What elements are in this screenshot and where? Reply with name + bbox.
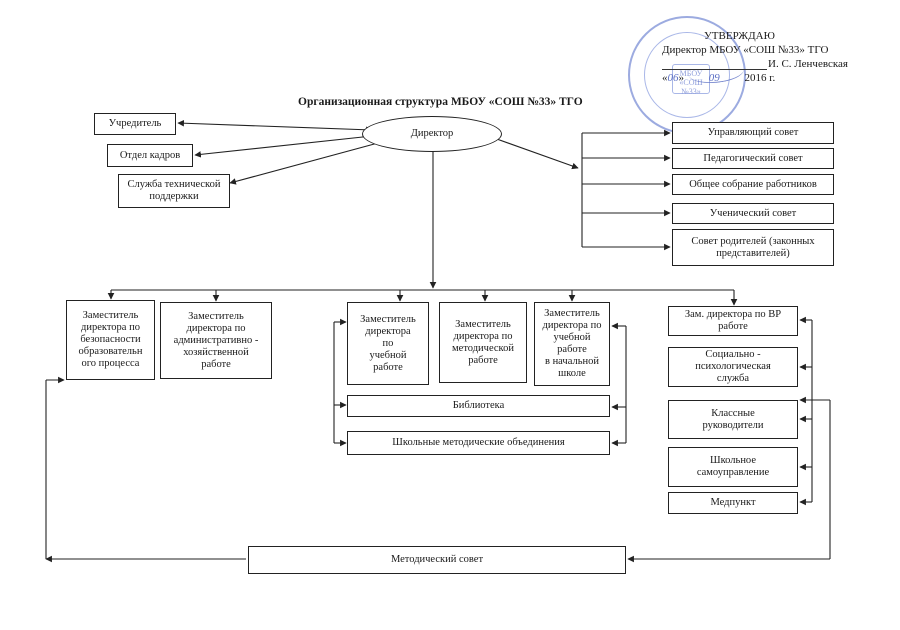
date-quote-close: » xyxy=(678,72,685,84)
approval-date: «06» 09 2016 г. xyxy=(662,72,775,84)
edge-director-hr xyxy=(194,135,373,158)
date-quote-open: « xyxy=(662,72,668,84)
stamp-core-label: МБОУ «СОШ №33» xyxy=(679,69,703,96)
approval-position: Директор МБОУ «СОШ №33» ТГО xyxy=(662,44,829,56)
node-general-meeting: Общее собрание работников xyxy=(672,174,834,195)
node-deputy-safety: Заместитель директора по безопасности об… xyxy=(66,300,155,380)
node-hr: Отдел кадров xyxy=(107,144,193,167)
node-class-teachers: Классные руководители xyxy=(668,400,798,439)
edge-director-tech xyxy=(229,142,379,185)
edge-director-founder xyxy=(177,119,373,134)
node-method-council: Методический совет xyxy=(248,546,626,574)
node-deputy-edu: Зам. директора по ВР работе xyxy=(668,306,798,336)
date-day: 06 xyxy=(667,72,679,84)
node-library: Библиотека xyxy=(347,395,610,417)
node-deputy-study: Заместитель директора по учебной работе xyxy=(347,302,429,385)
date-month: 09 xyxy=(708,72,720,84)
edge-director-councils xyxy=(493,137,579,170)
node-social-psych: Социально - психологическая служба xyxy=(668,347,798,387)
node-deputy-method: Заместитель директора по методической ра… xyxy=(439,302,527,383)
signature-line xyxy=(662,69,767,70)
approval-heading: УТВЕРЖДАЮ xyxy=(704,30,775,42)
page-title: Организационная структура МБОУ «СОШ №33»… xyxy=(298,96,583,108)
node-medpoint: Медпункт xyxy=(668,492,798,514)
node-deputy-admin: Заместитель директора по административно… xyxy=(160,302,272,379)
node-method-associations: Школьные методические объединения xyxy=(347,431,610,455)
node-student-council: Ученический совет xyxy=(672,203,834,224)
node-deputy-primary: Заместитель директора по учебной работе … xyxy=(534,302,610,386)
node-council-ped: Педагогический совет xyxy=(672,148,834,169)
approval-name: И. С. Ленчевская xyxy=(768,58,848,70)
node-parents-council: Совет родителей (законных представителей… xyxy=(672,229,834,266)
node-director: Директор xyxy=(362,116,502,152)
node-founder: Учредитель xyxy=(94,113,176,135)
date-year: 2016 г. xyxy=(744,72,776,84)
node-self-government: Школьное самоуправление xyxy=(668,447,798,487)
node-council-manage: Управляющий совет xyxy=(672,122,834,144)
node-tech-support: Служба технической поддержки xyxy=(118,174,230,208)
